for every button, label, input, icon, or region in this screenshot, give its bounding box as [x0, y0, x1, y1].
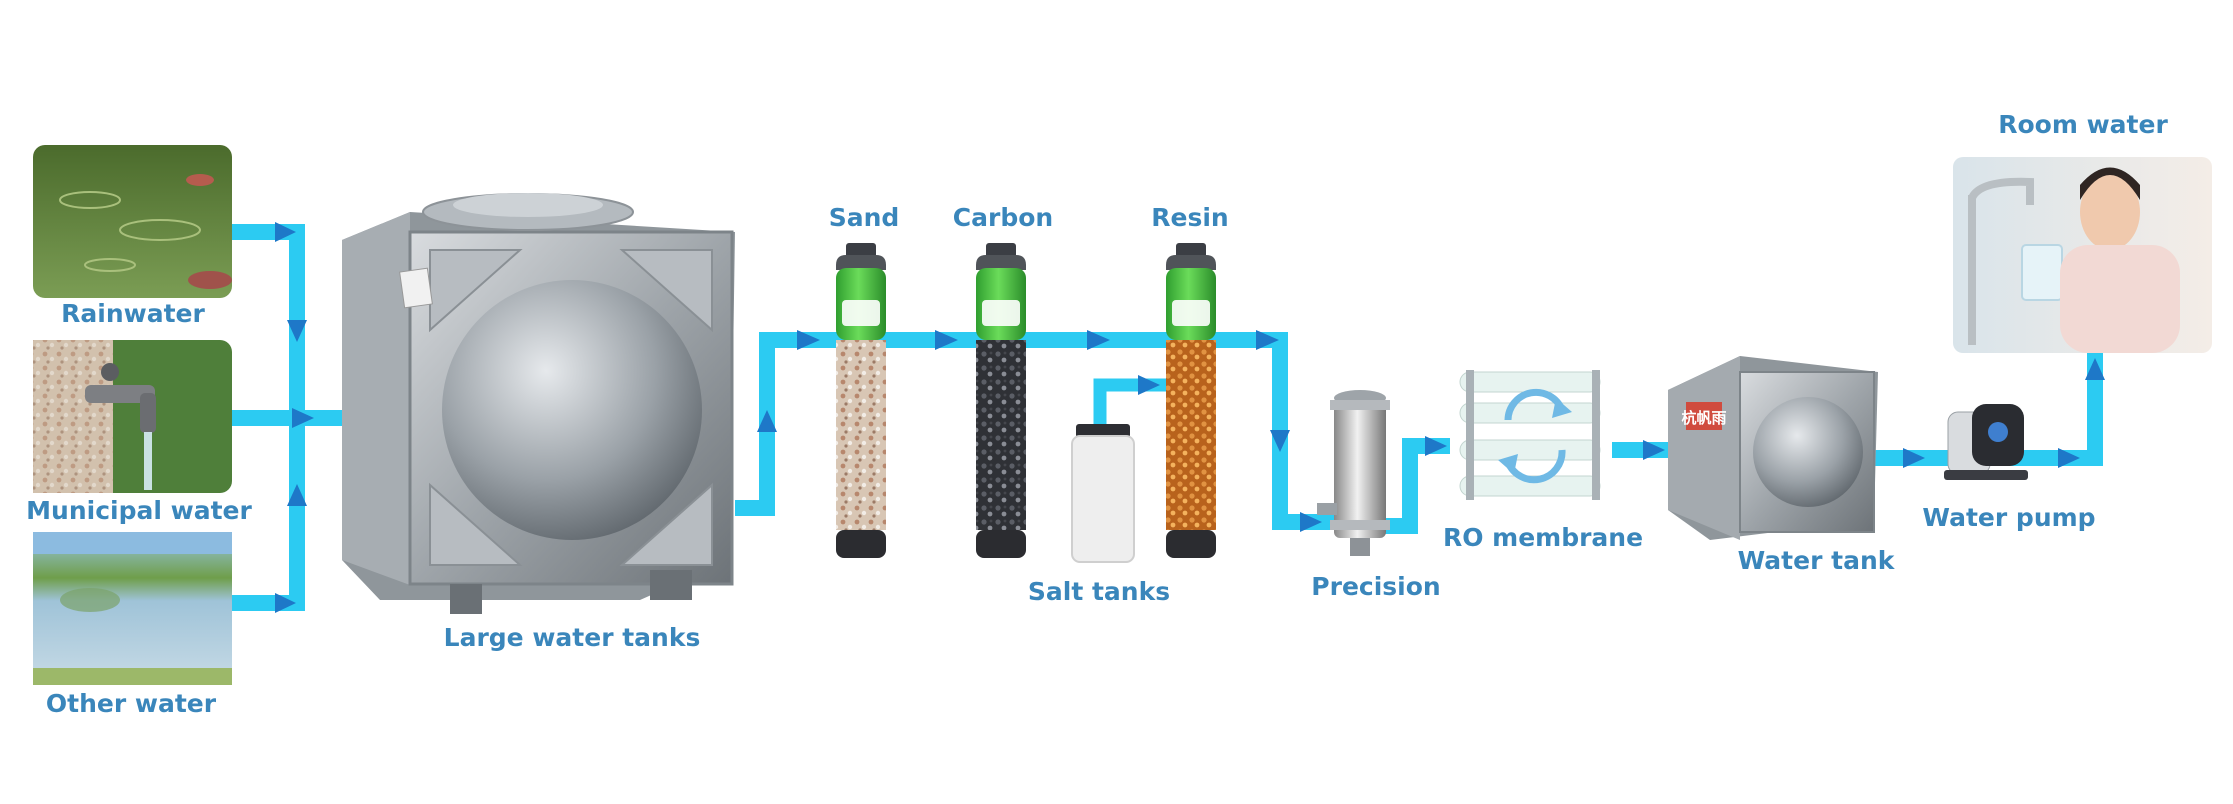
label-room-water: Room water — [1998, 110, 2168, 139]
label-other-water: Other water — [45, 689, 217, 718]
arrow-other — [275, 593, 296, 613]
arrow-carbon-resin — [1087, 330, 1110, 350]
rainwater-image — [33, 145, 232, 298]
precision-filter — [1317, 390, 1390, 556]
label-salt-tanks: Salt tanks — [1027, 577, 1171, 606]
municipal-water-image — [33, 340, 232, 493]
water-tank: 杭帆雨 — [1668, 356, 1878, 540]
label-municipal-water: Municipal water — [26, 496, 252, 525]
pipe-precision-to-ro — [1378, 438, 1450, 534]
arrow-up-room — [2085, 358, 2105, 380]
pipe-rainwater — [232, 224, 305, 418]
arrow-to-precision — [1300, 512, 1322, 532]
arrow-up-tank-out — [757, 410, 777, 432]
label-water-pump: Water pump — [1922, 503, 2096, 532]
water-tank-badge: 杭帆雨 — [1681, 409, 1726, 427]
arrow-resin-out — [1256, 330, 1279, 350]
label-rainwater: Rainwater — [61, 299, 205, 328]
arrow-other-up — [287, 484, 307, 506]
arrow-salt — [1138, 375, 1160, 395]
other-water-image — [33, 532, 232, 685]
arrow-to-tank2 — [1643, 440, 1665, 460]
pipe-tank-to-filters — [735, 332, 1342, 530]
arrow-pump-out — [2058, 448, 2080, 468]
arrow-to-ro — [1425, 436, 1447, 456]
arrow-down — [1270, 430, 1290, 452]
pipe-pump-to-room — [2010, 352, 2103, 466]
ro-membrane-unit — [1459, 370, 1601, 500]
arrow-sand-carbon — [935, 330, 958, 350]
label-carbon: Carbon — [952, 203, 1054, 232]
label-sand: Sand — [828, 203, 900, 232]
arrow-to-tank — [292, 408, 314, 428]
arrow-to-pump — [1903, 448, 1925, 468]
room-water-image — [1953, 157, 2212, 353]
arrow-rain — [275, 222, 296, 242]
arrow-to-sand — [797, 330, 820, 350]
label-precision: Precision — [1311, 572, 1441, 601]
resin-filter — [1166, 243, 1216, 558]
pipe-salt-to-resin — [1093, 378, 1170, 428]
label-large-water-tanks: Large water tanks — [443, 623, 701, 652]
sand-filter — [836, 243, 886, 558]
flow-arrows — [275, 222, 2105, 613]
water-pump — [1944, 404, 2028, 480]
carbon-filter — [976, 243, 1026, 558]
pipe-other — [232, 418, 305, 611]
large-water-tank — [342, 193, 735, 614]
arrow-rain-down — [287, 320, 307, 342]
label-resin: Resin — [1151, 203, 1229, 232]
label-ro-membrane: RO membrane — [1442, 523, 1644, 552]
label-water-tank: Water tank — [1737, 546, 1895, 575]
salt-tank — [1071, 424, 1135, 563]
